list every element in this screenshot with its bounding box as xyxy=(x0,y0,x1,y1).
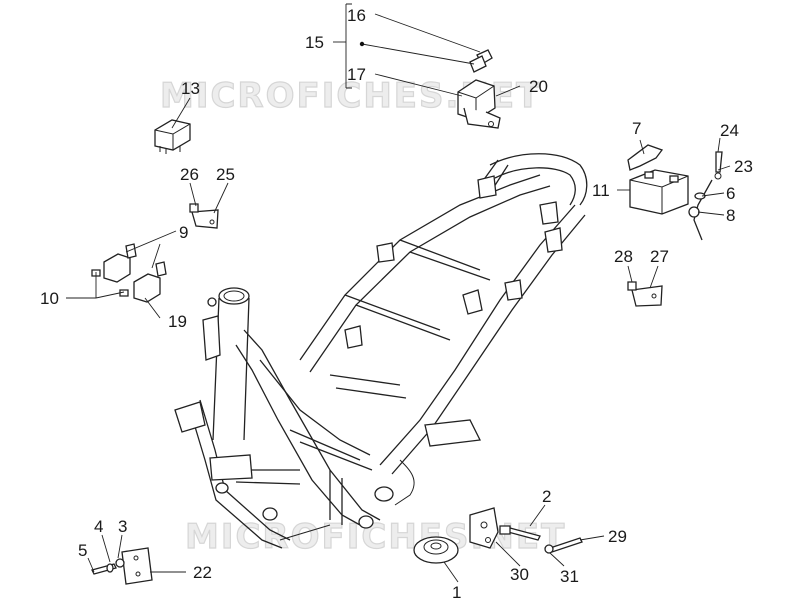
callout-20: 20 xyxy=(529,77,548,96)
callout-3: 3 xyxy=(118,517,127,536)
callout-19: 19 xyxy=(168,312,187,331)
callout-28: 28 xyxy=(614,247,633,266)
callout-labels: 16 15 17 20 13 26 25 9 10 19 7 24 23 11 … xyxy=(40,6,753,600)
callout-31: 31 xyxy=(560,567,579,586)
callout-25: 25 xyxy=(216,165,235,184)
callout-6: 6 xyxy=(726,184,735,203)
callout-2: 2 xyxy=(542,487,551,506)
battery-strap-part xyxy=(627,144,664,171)
callout-17: 17 xyxy=(347,65,366,84)
callout-22: 22 xyxy=(193,563,212,582)
screws-horn-part xyxy=(499,525,583,554)
callout-29: 29 xyxy=(608,527,627,546)
cover-plate-part xyxy=(91,547,153,585)
bracket-25-part xyxy=(189,203,219,229)
callout-26: 26 xyxy=(180,165,199,184)
callout-24: 24 xyxy=(720,121,739,140)
bracket-27-part xyxy=(627,281,663,307)
callout-13: 13 xyxy=(181,79,200,98)
callout-23: 23 xyxy=(734,157,753,176)
callout-5: 5 xyxy=(78,541,87,560)
horn-bracket-part xyxy=(469,507,499,549)
relay-part xyxy=(154,119,191,154)
callout-dot-15 xyxy=(359,41,365,47)
battery-part xyxy=(629,169,689,215)
callout-4: 4 xyxy=(94,517,103,536)
leader-lines xyxy=(66,3,731,583)
watermark-bottom: MICROFICHES.NET xyxy=(185,517,566,557)
battery-cable-part xyxy=(688,151,723,241)
callout-7: 7 xyxy=(632,119,641,138)
callout-15: 15 xyxy=(305,33,324,52)
callout-9: 9 xyxy=(179,223,188,242)
callout-27: 27 xyxy=(650,247,669,266)
relay-19-right-part xyxy=(119,261,167,303)
callout-8: 8 xyxy=(726,206,735,225)
callout-10: 10 xyxy=(40,289,59,308)
fuse-holder-part xyxy=(457,79,501,129)
callout-11: 11 xyxy=(592,181,610,200)
callout-1: 1 xyxy=(452,583,461,600)
fuse-part xyxy=(469,49,493,73)
callout-16: 16 xyxy=(347,6,366,25)
relay-19-left-part xyxy=(91,243,137,283)
horn-part xyxy=(413,536,459,564)
callout-30: 30 xyxy=(510,565,529,584)
scooter-frame xyxy=(174,153,588,549)
